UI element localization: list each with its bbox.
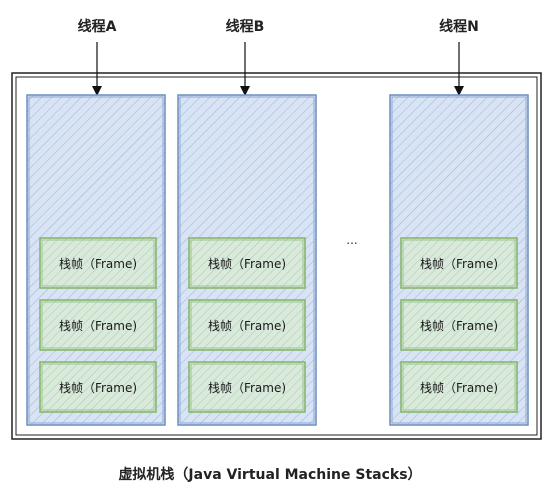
frame-box: 栈帧（Frame) <box>188 237 306 289</box>
thread-label-b: 线程B <box>226 18 265 35</box>
frame-box: 栈帧（Frame) <box>188 361 306 413</box>
frame-label: 栈帧（Frame) <box>420 380 498 395</box>
jvm-stack-container <box>11 72 542 440</box>
ellipsis-text: ... <box>346 233 357 247</box>
frame-label: 栈帧（Frame) <box>208 256 286 271</box>
diagram-caption: 虚拟机栈（Java Virtual Machine Stacks） <box>118 466 421 483</box>
frame-box: 栈帧（Frame) <box>39 361 157 413</box>
thread-label-n: 线程N <box>439 18 479 35</box>
frame-box: 栈帧（Frame) <box>400 237 518 289</box>
thread-label-a: 线程A <box>78 18 117 35</box>
frame-label: 栈帧（Frame) <box>59 380 137 395</box>
frame-label: 栈帧（Frame) <box>420 256 498 271</box>
frame-label: 栈帧（Frame) <box>420 318 498 333</box>
frame-label: 栈帧（Frame) <box>208 380 286 395</box>
frame-box: 栈帧（Frame) <box>400 299 518 351</box>
frame-box: 栈帧（Frame) <box>39 237 157 289</box>
frame-label: 栈帧（Frame) <box>59 318 137 333</box>
frame-label: 栈帧（Frame) <box>208 318 286 333</box>
frame-box: 栈帧（Frame) <box>188 299 306 351</box>
frame-label: 栈帧（Frame) <box>59 256 137 271</box>
frame-box: 栈帧（Frame) <box>39 299 157 351</box>
frame-box: 栈帧（Frame) <box>400 361 518 413</box>
